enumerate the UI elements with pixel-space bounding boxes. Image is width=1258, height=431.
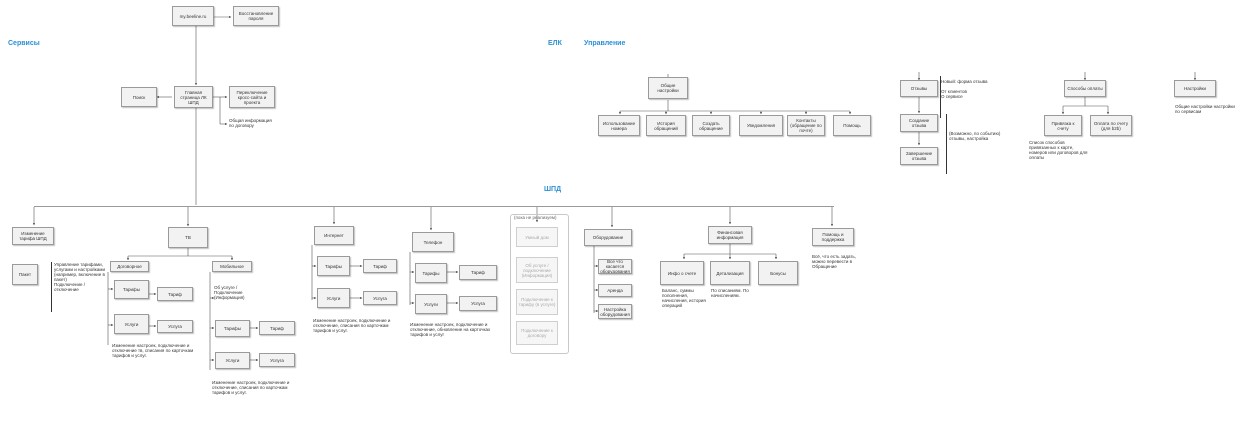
- mobile-tariff-node[interactable]: Тариф: [259, 321, 295, 335]
- elk-child-node[interactable]: Уведомления: [739, 115, 783, 136]
- tv-tariffs-node[interactable]: Тарифы: [114, 280, 149, 299]
- review-create-node[interactable]: Создание отзыва: [900, 114, 938, 132]
- help-node[interactable]: Помощь и поддержка: [812, 228, 854, 246]
- internet-service-node[interactable]: Услуга: [363, 291, 397, 305]
- future-label: (пока не реализуем): [514, 215, 557, 220]
- elk-child-node[interactable]: Использование номера: [598, 115, 640, 136]
- packet-note: Управление тарифами, услугами и настройк…: [54, 262, 105, 292]
- phone-services-node[interactable]: Услуги: [415, 294, 447, 314]
- payment-methods-node[interactable]: Способы оплаты: [1064, 80, 1106, 97]
- payment-note: Список способов привязанных к карте, ном…: [1029, 140, 1088, 160]
- finance-child-node[interactable]: Бонусы: [758, 261, 798, 285]
- internet-node[interactable]: Интернет: [314, 226, 354, 245]
- main-page-node[interactable]: Главная страница ЛК ШПД: [174, 86, 213, 108]
- section-header-shpd: ШПД: [544, 186, 562, 193]
- phone-service-node[interactable]: Услуга: [459, 296, 497, 311]
- settings-node[interactable]: Настройки: [1174, 80, 1216, 97]
- payment-account-node[interactable]: Привязка к счету: [1044, 115, 1082, 136]
- phone-node[interactable]: Телефон: [412, 232, 454, 252]
- internet-tariff-node[interactable]: Тариф: [363, 259, 397, 273]
- tv-services-node[interactable]: Услуги: [114, 314, 149, 334]
- elk-child-node[interactable]: Контакты (обращение по почте): [787, 115, 825, 136]
- mobile-note: Изменение настроек, подключение и отключ…: [212, 380, 290, 395]
- tv-note: Изменение настроек, подключение и отключ…: [112, 343, 194, 358]
- help-note: Всё, что есть задать, можно перевести в …: [812, 254, 857, 269]
- elk-child-node[interactable]: История обращений: [646, 115, 686, 136]
- packet-node[interactable]: Пакет: [12, 264, 38, 285]
- internet-services-node[interactable]: Услуги: [317, 288, 350, 308]
- finance-child-node[interactable]: Инфо о счете: [660, 261, 704, 285]
- tv-service-node[interactable]: Услуга: [157, 320, 193, 333]
- review-note: Новый: форма отзыва От клиентов О сервис…: [941, 79, 988, 99]
- finance-node[interactable]: Финансовая информация: [708, 226, 752, 244]
- phone-tariffs-node[interactable]: Тарифы: [415, 263, 447, 283]
- future-node[interactable]: Умный дом: [516, 227, 558, 247]
- phone-tariff-node[interactable]: Тариф: [459, 265, 497, 280]
- tv-tariff-node[interactable]: Тариф: [157, 287, 193, 301]
- finance-child-node[interactable]: Детализация: [710, 261, 750, 285]
- section-header-elk: ЕЛК: [548, 40, 562, 47]
- internet-tariffs-node[interactable]: Тарифы: [317, 256, 350, 276]
- restore-password-node[interactable]: Восстановление пароля: [233, 6, 279, 26]
- finance-detail-note: По списаниям. По начислениям.: [711, 288, 749, 298]
- future-node[interactable]: Об услуге / подключение (Информация): [516, 257, 558, 283]
- elk-child-node[interactable]: Создать обращение: [692, 115, 730, 136]
- review-node[interactable]: Отзывы: [900, 80, 938, 97]
- tv-node[interactable]: ТВ: [168, 227, 208, 248]
- search-node[interactable]: Поиск: [121, 87, 157, 107]
- equipment-child-node[interactable]: Все что касается оборудования: [598, 259, 632, 274]
- elk-general-node[interactable]: Общие настройки: [648, 77, 688, 99]
- internet-note: Изменение настроек, подключение и отключ…: [313, 318, 391, 333]
- future-frame: [510, 214, 569, 354]
- section-header-management: Управление: [584, 40, 626, 47]
- mobile-service-node[interactable]: Услуга: [259, 353, 295, 367]
- site-node[interactable]: my.beeline.ru: [172, 6, 214, 26]
- equipment-child-node[interactable]: Аренда: [598, 284, 632, 297]
- phone-note: Изменение настроек, подключение и отключ…: [410, 322, 491, 337]
- elk-child-node[interactable]: Помощь: [833, 115, 871, 136]
- mobile-tariffs-node[interactable]: Тарифы: [215, 320, 250, 337]
- equipment-node[interactable]: Оборудование: [584, 229, 632, 246]
- future-node[interactable]: Подключение к тарифу (в услуге): [516, 289, 558, 315]
- review-sent-node[interactable]: Завершение отзыва: [900, 147, 938, 165]
- finance-account-note: Баланс, суммы пополнения, начисления, ис…: [662, 288, 706, 308]
- equipment-child-node[interactable]: Настройка оборудования: [598, 304, 632, 319]
- future-node[interactable]: Подключение к договору: [516, 321, 558, 345]
- payment-card-node[interactable]: Оплата по счету (для b2b): [1090, 115, 1132, 136]
- cross-site-node[interactable]: Переключение кросс-сайта и проекта: [229, 86, 275, 108]
- tv-about-note: Об услуге / Подключение (Информация): [214, 285, 245, 300]
- tv-mobile-node[interactable]: Мобильное: [212, 261, 252, 272]
- settings-note: Общие настройки настройки по сервисам: [1175, 104, 1235, 114]
- contract-info-note: Общая информация по договору: [229, 118, 272, 128]
- section-header-services: Сервисы: [8, 40, 40, 47]
- mobile-services-node[interactable]: Услуги: [215, 352, 250, 369]
- shpd-bus-line: [34, 206, 834, 207]
- tv-contract-node[interactable]: Договорное: [110, 261, 149, 272]
- change-tariff-node[interactable]: Изменение тарифа ШПД: [12, 227, 54, 245]
- review-event-note: (Возможно, по событию) отзывы, настройка: [949, 131, 1001, 141]
